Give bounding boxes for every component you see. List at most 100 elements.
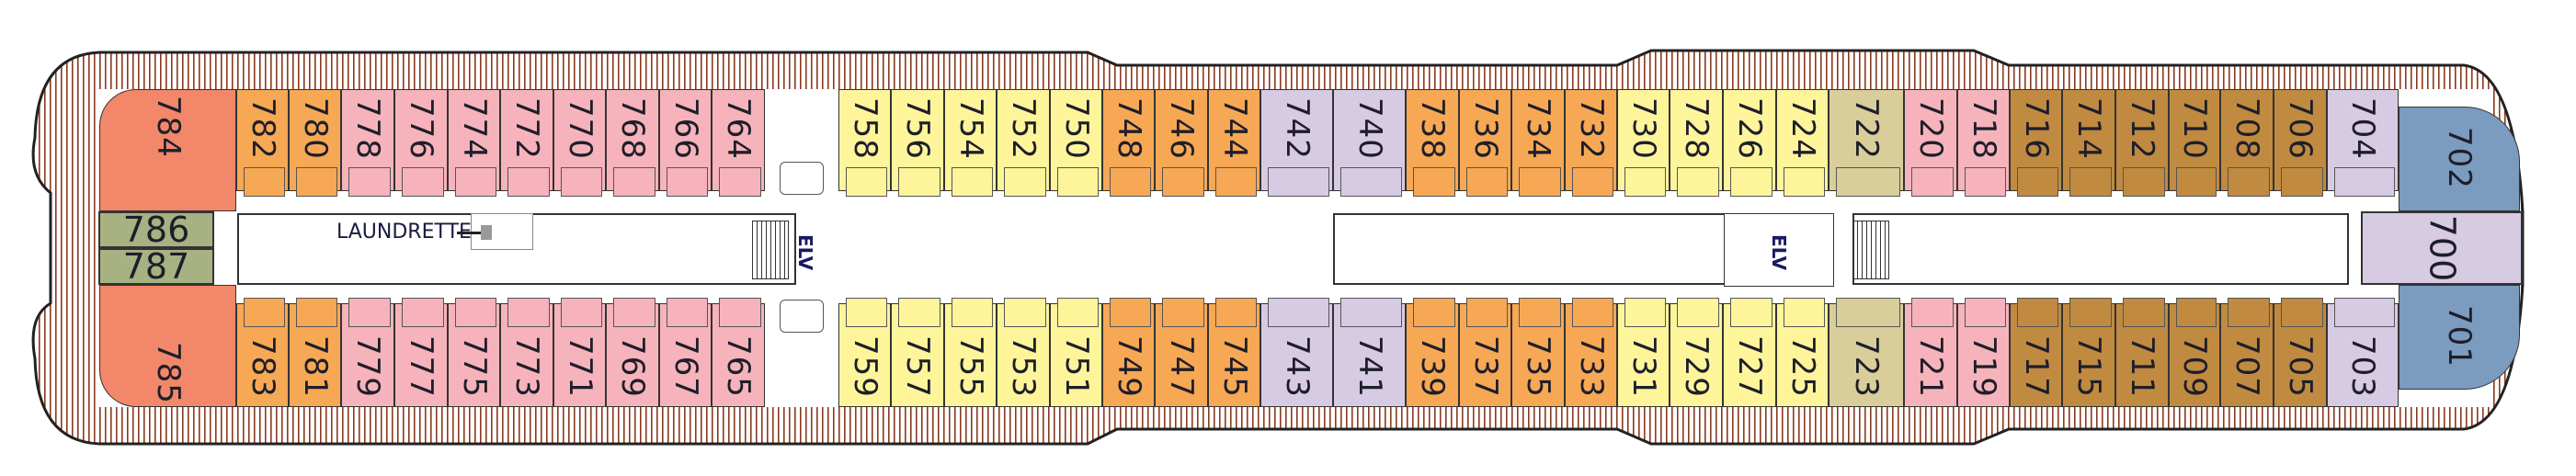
mid-elevator-label[interactable]: ELV	[1768, 234, 1790, 271]
bathroom-box	[952, 298, 993, 327]
bathroom-box	[1911, 298, 1954, 327]
bathroom-box	[348, 167, 391, 197]
bathroom-box	[2069, 298, 2112, 327]
bathroom-box	[2176, 167, 2217, 197]
bathroom-box	[1784, 167, 1825, 197]
aft-lift-box	[780, 300, 824, 333]
bathroom-box	[455, 298, 496, 327]
cabin-number: 776	[403, 97, 439, 160]
bathroom-box	[1784, 298, 1825, 327]
bathroom-box	[1162, 298, 1204, 327]
mid-elevator-block[interactable]	[1724, 213, 1834, 287]
bathroom-box	[1911, 167, 1954, 197]
bathroom-box	[613, 298, 655, 327]
cabin-number: 775	[455, 335, 493, 398]
cabin-number: 747	[1163, 335, 1200, 398]
cabin-701[interactable]: 701	[2399, 285, 2520, 390]
cabin-number: 781	[296, 335, 334, 398]
bathroom-box	[2069, 167, 2112, 197]
cabin-number: 711	[2124, 335, 2160, 398]
cabin-number: 733	[1572, 335, 1610, 398]
cabin-number: 712	[2124, 97, 2160, 160]
bathroom-box	[1836, 167, 1900, 197]
bathroom-box	[244, 298, 285, 327]
cabin-number: 743	[1278, 335, 1316, 398]
aft-lift-box	[780, 162, 824, 195]
cabin-number: 707	[2228, 335, 2265, 398]
bathroom-box	[1413, 167, 1455, 197]
laundrette-icon	[481, 225, 492, 240]
cabin-787[interactable]: 787	[98, 246, 214, 287]
cabin-number: 741	[1351, 335, 1388, 398]
bathroom-box	[1057, 298, 1099, 327]
cabin-number: 735	[1520, 335, 1556, 398]
cabin-number: 720	[1912, 97, 1949, 160]
bathroom-box	[952, 167, 993, 197]
bathroom-box	[1624, 167, 1666, 197]
cabin-number: 742	[1278, 97, 1316, 160]
cabin-number: 738	[1414, 97, 1451, 160]
bathroom-box	[1965, 298, 2006, 327]
cabin-number: 706	[2282, 97, 2319, 160]
bathroom-box	[1004, 167, 1046, 197]
cabin-number: 710	[2176, 97, 2213, 160]
cabin-number: 724	[1784, 97, 1821, 160]
bathroom-box	[1572, 298, 1613, 327]
bathroom-box	[1110, 298, 1151, 327]
cabin-number: 770	[561, 97, 598, 160]
cabin-700[interactable]: 700	[2361, 211, 2523, 285]
cabin-number: 754	[952, 97, 989, 160]
cabin-784[interactable]: 784	[99, 89, 236, 211]
mid-staircase	[1852, 221, 1889, 279]
laundrette-pointer	[457, 232, 481, 234]
bathroom-box	[1624, 298, 1666, 327]
cabin-number: 753	[1005, 335, 1042, 398]
cabin-number: 772	[508, 97, 545, 160]
cabin-number: 728	[1678, 97, 1715, 160]
cabin-number: 767	[667, 335, 704, 398]
bathroom-box	[455, 167, 496, 197]
cabin-number: 765	[720, 335, 757, 398]
cabin-number: 750	[1057, 97, 1095, 160]
cabin-number: 764	[720, 97, 757, 160]
cabin-number: 704	[2344, 97, 2381, 160]
cabin-number: 771	[561, 335, 598, 398]
bathroom-box	[1730, 167, 1772, 197]
bathroom-box	[1677, 167, 1719, 197]
bathroom-box	[244, 167, 285, 197]
mid-corridor-block	[1333, 213, 1761, 285]
cabin-number: 752	[1005, 97, 1042, 160]
cabin-702[interactable]: 702	[2399, 107, 2520, 211]
cabin-number: 729	[1678, 335, 1715, 398]
cabin-number: 715	[2070, 335, 2107, 398]
cabin-number: 709	[2176, 335, 2213, 398]
bathroom-box	[1519, 298, 1561, 327]
cabin-number: 748	[1110, 97, 1147, 160]
cabin-number: 727	[1731, 335, 1768, 398]
cabin-number: 730	[1624, 97, 1662, 160]
aft-elevator-label[interactable]: ELV	[794, 234, 816, 271]
cabin-number: 782	[244, 97, 281, 160]
cabin-number: 708	[2228, 97, 2265, 160]
cabin-number: 717	[2017, 335, 2055, 398]
cabin-number: 726	[1731, 97, 1768, 160]
cabin-number: 784	[149, 96, 187, 158]
cabin-number: 779	[349, 335, 386, 398]
cabin-number: 744	[1215, 97, 1253, 160]
cabin-number: 758	[846, 97, 883, 160]
bathroom-box	[1004, 298, 1046, 327]
bathroom-box	[561, 298, 602, 327]
bathroom-box	[1730, 298, 1772, 327]
cabin-number: 774	[455, 97, 493, 160]
cabin-number: 778	[349, 97, 386, 160]
cabin-785[interactable]: 785	[99, 285, 236, 407]
bathroom-box	[613, 167, 655, 197]
bathroom-box	[846, 167, 887, 197]
cabin-number: 725	[1784, 335, 1821, 398]
cabin-786[interactable]: 786	[98, 210, 214, 250]
cabin-number: 757	[899, 335, 936, 398]
laundrette-label: LAUNDRETTE	[336, 221, 472, 244]
cabin-number: 703	[2344, 335, 2381, 398]
cabin-number: 780	[296, 97, 334, 160]
bathroom-box	[1162, 167, 1204, 197]
